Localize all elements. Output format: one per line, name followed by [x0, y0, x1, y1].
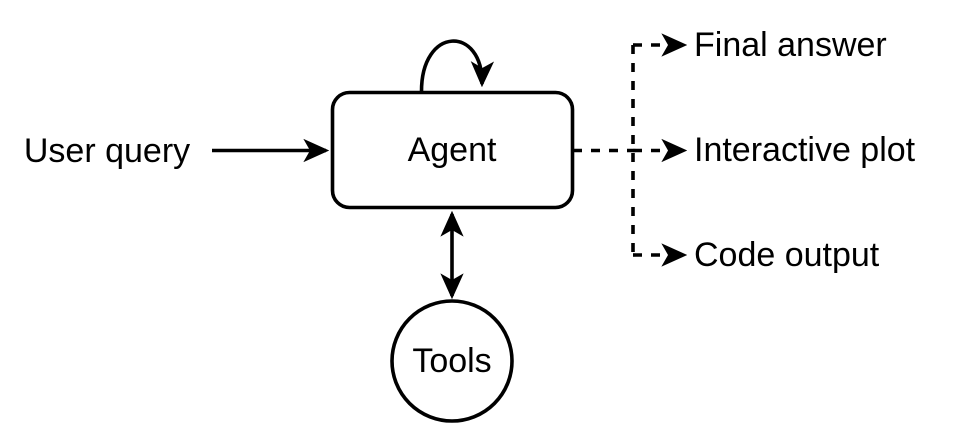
agent-node-shape[interactable]	[330, 90, 575, 210]
user-query-label: User query	[23, 132, 191, 170]
tools-node-shape[interactable]	[390, 299, 514, 423]
edge-agent-self-loop	[419, 39, 495, 93]
final-answer-label: Final answer	[694, 26, 887, 64]
code-output-label: Code output	[694, 236, 880, 274]
interactive-plot-label: Interactive plot	[694, 131, 916, 169]
tools-label: Tools	[412, 342, 492, 380]
agent-label: Agent	[407, 131, 497, 169]
